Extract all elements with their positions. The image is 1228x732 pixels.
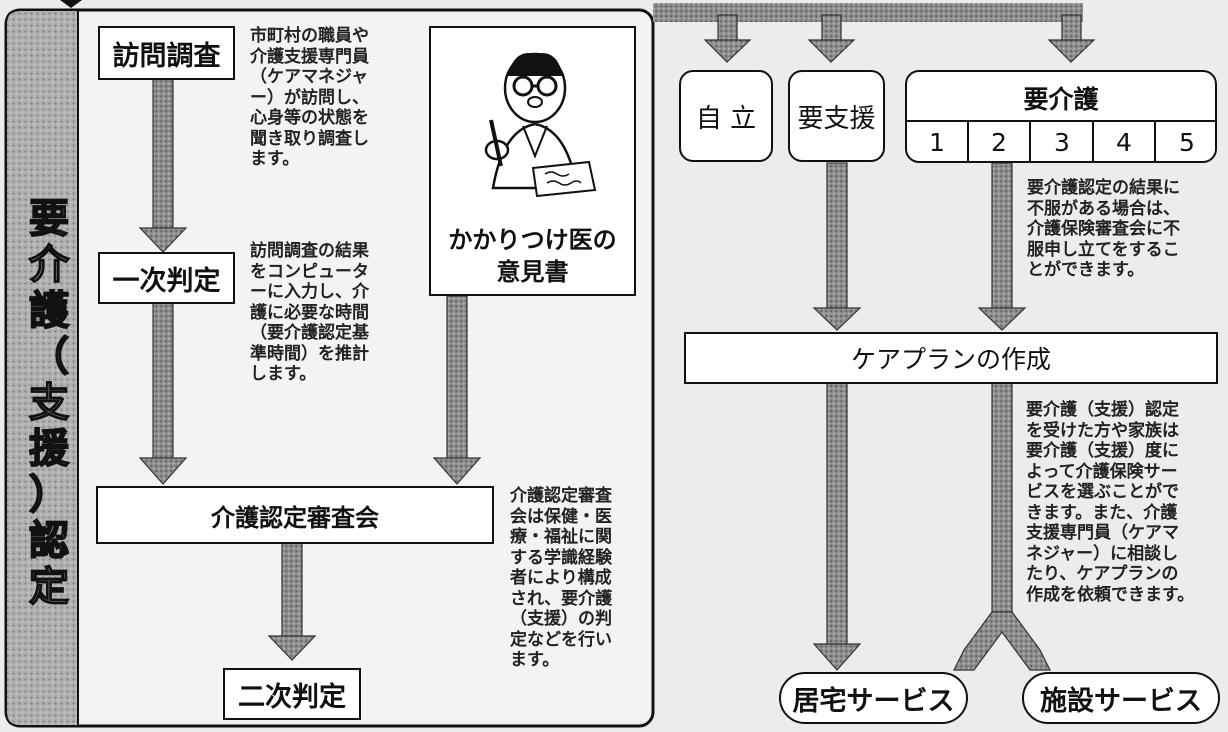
doctor-opinion-label-line2: 意見書 — [496, 258, 569, 286]
care-level-3: 3 — [1054, 127, 1070, 157]
top-entry-arrow — [60, 0, 82, 8]
care-level-1: 1 — [929, 127, 945, 157]
side-label-char: 認 — [28, 517, 70, 565]
step-arrows — [138, 67, 1051, 671]
support-needed-label: 要支援 — [797, 103, 876, 134]
home-service-oval: 居宅サービス — [779, 672, 968, 724]
care-plan-note: 要介護（支援）認定 を受けた方や家族は 要介護（支援）度に よって介護保険サー … — [1026, 400, 1195, 605]
side-label-char: ） — [28, 471, 70, 519]
outcome-arrows — [703, 14, 1096, 63]
doctor-opinion-box: かかりつけ医の 意見書 — [429, 26, 636, 296]
visit-survey-box: 訪問調査 — [98, 26, 235, 80]
first-judgment-label: 一次判定 — [112, 265, 221, 297]
care-level-4: 4 — [1116, 127, 1132, 157]
side-label: 要 介 護 （ 支 援 ） 認 定 — [19, 195, 79, 611]
support-needed-box: 要支援 — [788, 70, 885, 162]
first-judgment-box: 一次判定 — [98, 252, 235, 304]
side-label-char: 支 — [28, 379, 70, 427]
side-label-char: 援 — [28, 425, 70, 473]
second-judgment-box: 二次判定 — [223, 668, 361, 720]
care-needed-box: 要介護 — [905, 70, 1217, 163]
home-service-label: 居宅サービス — [792, 685, 955, 717]
care-needed-title: 要介護 — [1023, 85, 1099, 114]
side-band — [5, 9, 79, 727]
side-label-char: 定 — [28, 563, 70, 611]
top-feed-bar — [653, 3, 1083, 22]
council-note: 介護認定審査 会は保健・医 療・福祉に関 する学識経験 者により構成 され、要介… — [510, 486, 613, 670]
facility-service-oval: 施設サービス — [1022, 672, 1220, 724]
side-label-char: 介 — [28, 241, 70, 289]
appeal-note: 要介護認定の結果に 不服がある場合は、 介護保険審査会に不 服申し立てをするこ … — [1027, 178, 1180, 280]
care-plan-label: ケアプランの作成 — [850, 345, 1051, 374]
side-label-char: 要 — [28, 195, 70, 243]
second-judgment-label: 二次判定 — [238, 681, 346, 713]
first-judgment-note: 訪問調査の結果 をコンピュータ ーに入力し、介 護に必要な時間 （要介護認定基 … — [250, 241, 369, 384]
care-level-2: 2 — [991, 127, 1007, 157]
doctor-opinion-label-line1: かかりつけ医の — [448, 226, 617, 254]
visit-survey-note: 市町村の職員や 介護支援専門員 （ケアマネジャ ー）が訪問し、 心身等の状態を … — [250, 26, 369, 169]
facility-service-label: 施設サービス — [1040, 685, 1202, 717]
care-level-5: 5 — [1179, 127, 1195, 157]
council-box: 介護認定審査会 — [96, 486, 494, 544]
care-level-grid — [905, 120, 1217, 163]
independent-label: 自 立 — [695, 103, 757, 134]
side-label-char: 護 — [28, 287, 70, 335]
care-plan-box: ケアプランの作成 — [684, 332, 1218, 384]
doctor-writing-icon — [484, 52, 596, 198]
side-label-char: （ — [28, 333, 70, 381]
independent-box: 自 立 — [679, 70, 773, 162]
visit-survey-label: 訪問調査 — [112, 40, 221, 72]
council-label: 介護認定審査会 — [211, 503, 379, 532]
